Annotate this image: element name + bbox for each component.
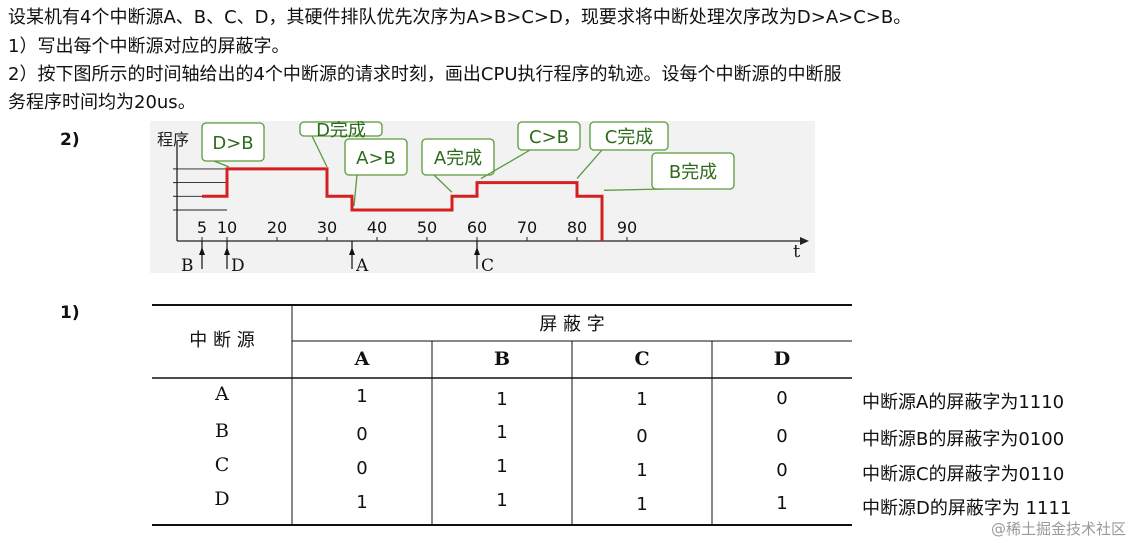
row-source-b: B (215, 420, 229, 442)
request-arrow-b (199, 247, 205, 255)
request-label-a: A (355, 256, 369, 275)
cell-d-b: 1 (496, 490, 508, 511)
question-line-4: 务程序时间均为20us。 (8, 92, 196, 113)
part-2-label: 2) (60, 130, 80, 150)
mask-note-b: 中断源B的屏蔽字为0100 (862, 429, 1065, 450)
cell-c-d: 0 (776, 460, 788, 481)
callout-box-2 (344, 138, 408, 176)
callout-box-5 (589, 121, 669, 151)
cell-c-c: 1 (636, 460, 648, 481)
y-axis-label: 程序 (157, 130, 189, 149)
request-label-b: B (181, 256, 194, 275)
callout-pointer-1 (311, 135, 328, 168)
column-header-b: B (493, 348, 511, 370)
callout-pointer-4 (480, 149, 531, 180)
row-header: 中 断 源 (189, 330, 255, 351)
callout-text-3: A完成 (434, 148, 482, 169)
part-1-label: 1) (60, 303, 80, 323)
request-arrow-d (224, 247, 230, 255)
cell-d-a: 1 (356, 492, 368, 513)
cpu-trace-line (202, 167, 604, 241)
x-tick-label-30: 30 (317, 218, 337, 237)
callout-box-0 (201, 122, 265, 162)
row-source-c: C (214, 454, 230, 476)
cell-a-a: 1 (356, 386, 368, 407)
column-header-c: C (634, 348, 650, 370)
x-tick-label-50: 50 (417, 218, 437, 237)
request-label-c: C (481, 256, 494, 275)
cell-a-c: 1 (636, 389, 648, 410)
cell-d-c: 1 (636, 494, 648, 515)
x-tick-label-5: 5 (197, 218, 207, 237)
mask-word-table: 中 断 源 屏 蔽 字 A B C D A 1 1 1 0 B 0 1 0 0 … (152, 304, 852, 526)
x-tick-label-60: 60 (467, 218, 487, 237)
callout-text-2: A>B (356, 148, 396, 169)
callout-text-5: C完成 (605, 127, 654, 148)
cell-a-b: 1 (496, 389, 508, 410)
callout-text-6: B完成 (669, 162, 717, 183)
request-label-d: D (231, 256, 245, 275)
row-source-a: A (215, 383, 229, 405)
callout-pointer-0 (213, 160, 230, 168)
x-tick-label-40: 40 (367, 218, 387, 237)
question-line-3: 2）按下图所示的时间轴给出的4个中断源的请求时刻，画出CPU执行程序的轨迹。设每… (8, 64, 842, 85)
x-tick-label-10: 10 (217, 218, 237, 237)
column-header-d: D (773, 348, 791, 370)
x-tick-label-70: 70 (517, 218, 537, 237)
cell-b-a: 0 (356, 424, 368, 445)
callout-text-0: D>B (212, 133, 253, 154)
cell-b-c: 0 (636, 426, 648, 447)
mask-note-d: 中断源D的屏蔽字为 1111 (862, 498, 1072, 519)
callout-box-1 (299, 121, 383, 137)
x-tick-label-90: 90 (617, 218, 637, 237)
cell-b-b: 1 (496, 422, 508, 443)
callout-text-1: D完成 (316, 121, 366, 141)
mask-note-c: 中断源C的屏蔽字为0110 (862, 464, 1065, 485)
question-line-2: 1）写出每个中断源对应的屏蔽字。 (8, 36, 290, 57)
x-axis-arrow (800, 237, 809, 245)
callout-pointer-3 (433, 174, 453, 193)
x-tick-label-20: 20 (267, 218, 287, 237)
callout-pointer-2 (353, 174, 358, 207)
table-lines (152, 304, 852, 526)
x-tick-label-80: 80 (567, 218, 587, 237)
question-line-1: 设某机有4个中断源A、B、C、D，其硬件排队优先次序为A>B>C>D，现要求将中… (8, 7, 912, 28)
callout-pointer-6 (603, 188, 665, 191)
row-source-d: D (214, 488, 230, 510)
cell-a-d: 0 (776, 388, 788, 409)
cell-c-b: 1 (496, 456, 508, 477)
mask-note-a: 中断源A的屏蔽字为1110 (862, 392, 1065, 413)
column-group-header: 屏 蔽 字 (539, 314, 605, 335)
callout-box-6 (651, 152, 735, 190)
request-arrow-a (349, 247, 355, 255)
cell-b-d: 0 (776, 426, 788, 447)
x-axis-label: t (793, 241, 801, 262)
callout-pointer-5 (576, 149, 603, 180)
cell-c-a: 0 (356, 458, 368, 479)
cpu-trace-chart: t程序ABCD5102030405060708090BDACD>BD完成A>BA… (150, 121, 815, 275)
callout-text-4: C>B (529, 127, 569, 148)
callout-box-4 (517, 121, 581, 151)
watermark: @稀土掘金技术社区 (990, 520, 1126, 538)
cell-d-d: 1 (776, 493, 788, 514)
request-arrow-c (474, 247, 480, 255)
column-header-a: A (354, 348, 370, 370)
callout-box-3 (421, 138, 495, 176)
